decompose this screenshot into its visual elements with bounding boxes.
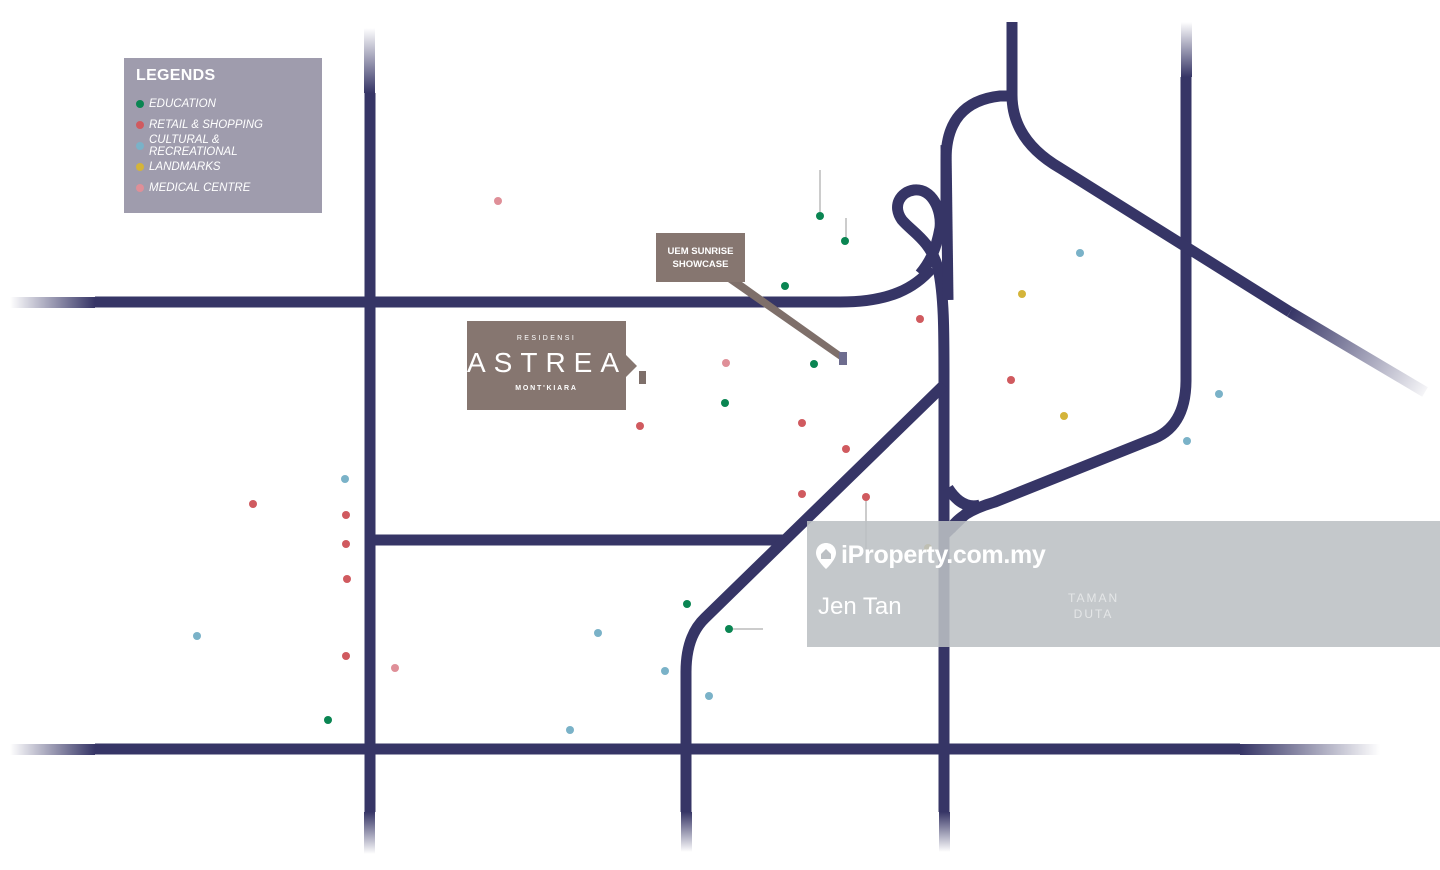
showcase-label[interactable]: UEM SUNRISE SHOWCASE — [656, 233, 745, 282]
road-main-east-west — [95, 264, 937, 308]
legend-item-label: CULTURAL & RECREATIONAL — [149, 133, 238, 158]
poi-dot-retail[interactable] — [343, 575, 351, 583]
legend-item-medical: MEDICAL CENTRE — [136, 177, 310, 198]
poi-dot-education[interactable] — [810, 360, 818, 368]
road-fade-south-2 — [681, 812, 692, 852]
poi-dot-medical[interactable] — [391, 664, 399, 672]
poi-dot-retail[interactable] — [842, 445, 850, 453]
legend-item-label: LANDMARKS — [149, 160, 221, 173]
road-east-loop — [945, 77, 1192, 533]
location-pin-icon — [816, 542, 836, 569]
poi-dot-cultural[interactable] — [661, 667, 669, 675]
retail-dot-icon — [136, 120, 144, 129]
legend-item-label: MEDICAL CENTRE — [149, 181, 251, 194]
road-fade-south-1 — [364, 812, 375, 854]
showcase-pointer — [728, 282, 846, 360]
road-fade-northeast — [1287, 307, 1428, 397]
poi-dot-education[interactable] — [683, 600, 691, 608]
poi-dot-medical[interactable] — [494, 197, 502, 205]
legend-title: LEGENDS — [136, 67, 216, 84]
medical-dot-icon — [136, 183, 144, 192]
showcase-line-1: UEM SUNRISE — [667, 246, 734, 257]
education-dot-icon — [136, 99, 144, 108]
poi-dot-retail[interactable] — [249, 500, 257, 508]
poi-dot-cultural[interactable] — [1215, 390, 1223, 398]
astrea-subtitle: RESIDENSI — [516, 335, 577, 342]
road-fade-southeast — [1240, 744, 1380, 755]
watermark-agent: Jen Tan — [818, 593, 902, 620]
showcase-line-2: SHOWCASE — [672, 259, 729, 270]
poi-dot-cultural[interactable] — [594, 629, 602, 637]
poi-dot-retail[interactable] — [342, 540, 350, 548]
poi-dot-education[interactable] — [721, 399, 729, 407]
legend-item-education: EDUCATION — [136, 93, 310, 114]
poi-dot-landmark[interactable] — [1060, 412, 1068, 420]
poi-dot-cultural[interactable] — [193, 632, 201, 640]
poi-dot-cultural[interactable] — [705, 692, 713, 700]
poi-dot-landmark[interactable] — [1018, 290, 1026, 298]
poi-dot-education[interactable] — [324, 716, 332, 724]
legend-item-label: EDUCATION — [149, 97, 216, 110]
poi-dot-cultural[interactable] — [566, 726, 574, 734]
poi-dot-retail[interactable] — [342, 511, 350, 519]
astrea-name: ASTREA — [467, 347, 628, 378]
showcase-marker — [839, 352, 847, 365]
road-fade-southwest — [10, 744, 95, 755]
poi-dot-retail[interactable] — [916, 315, 924, 323]
astrea-pointer — [626, 355, 637, 377]
poi-dot-cultural[interactable] — [1076, 249, 1084, 257]
road-north-curve — [940, 90, 1012, 240]
road-fade-north-2 — [1181, 22, 1192, 77]
area-label-line-2: DUTA — [1073, 607, 1114, 621]
poi-dot-cultural[interactable] — [341, 475, 349, 483]
astrea-label[interactable]: RESIDENSI ASTREA MONT'KIARA — [467, 321, 626, 410]
legend-panel: LEGENDS EDUCATION RETAIL & SHOPPING CULT… — [124, 58, 322, 213]
poi-dot-retail[interactable] — [798, 419, 806, 427]
legend-item-cultural: CULTURAL & RECREATIONAL — [136, 133, 310, 158]
road-fade-south-3 — [939, 812, 950, 852]
watermark-logo: iProperty.com.my — [815, 541, 1046, 570]
poi-dot-retail[interactable] — [862, 493, 870, 501]
watermark-band — [807, 521, 1440, 647]
road-interchange-loop — [892, 184, 950, 812]
legend-item-label: RETAIL & SHOPPING — [149, 118, 263, 131]
area-label-line-1: TAMAN — [1068, 591, 1120, 605]
road-fade-west — [10, 297, 95, 308]
landmark-dot-icon — [136, 162, 144, 171]
road-diagonal-southwest — [680, 381, 948, 812]
poi-dot-retail[interactable] — [636, 422, 644, 430]
legend-item-landmarks: LANDMARKS — [136, 156, 310, 177]
cultural-dot-icon — [136, 141, 144, 150]
astrea-location: MONT'KIARA — [515, 385, 578, 392]
watermark-brand: iProperty.com.my — [841, 541, 1046, 569]
poi-dot-cultural[interactable] — [1183, 437, 1191, 445]
road-northeast-diagonal — [1006, 22, 1293, 317]
poi-dot-retail[interactable] — [1007, 376, 1015, 384]
area-label: TAMAN DUTA — [1068, 590, 1119, 622]
legend-item-retail: RETAIL & SHOPPING — [136, 114, 310, 135]
road-east-merge — [943, 484, 982, 512]
poi-dot-education[interactable] — [816, 212, 824, 220]
poi-dot-medical[interactable] — [722, 359, 730, 367]
poi-dot-retail[interactable] — [798, 490, 806, 498]
poi-dot-retail[interactable] — [342, 652, 350, 660]
poi-dot-education[interactable] — [781, 282, 789, 290]
astrea-marker — [639, 371, 646, 384]
road-fade-north-1 — [364, 28, 375, 93]
poi-dot-education[interactable] — [841, 237, 849, 245]
poi-dot-education[interactable] — [725, 625, 733, 633]
